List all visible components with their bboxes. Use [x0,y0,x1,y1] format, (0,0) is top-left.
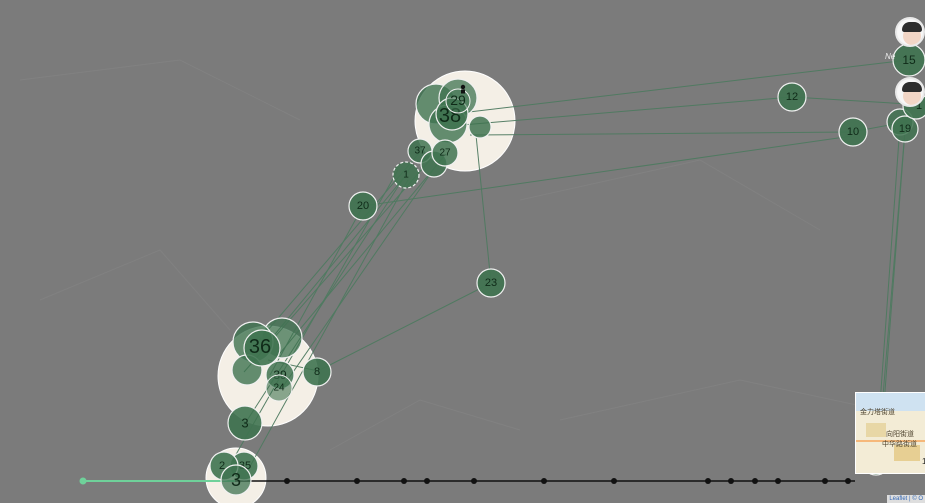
timeline-dot[interactable] [845,478,851,484]
graph-node[interactable]: 10 [838,117,868,147]
graph-node[interactable]: 3 [227,405,263,441]
minimap-label: 向阳街道 [886,431,914,438]
node-label: 1 [916,100,922,112]
minimap-label: 中华路街道 [882,441,917,448]
node-label: 19 [899,123,911,135]
node-label: 36 [249,336,271,358]
node-layer[interactable]: 3 8 29 37 27 1 [209,43,925,496]
avatar-caption: Ne [885,52,896,61]
node-label: 37 [414,146,426,157]
timeline-dot[interactable] [471,478,477,484]
graph-node[interactable]: 3 [220,464,252,496]
edge [461,96,793,126]
node-circle [243,329,281,367]
map-texture [19,59,881,451]
node-circle [392,161,420,189]
map-attribution[interactable]: Leaflet | © O [887,495,925,503]
edge-layer [233,59,911,471]
node-circle [777,82,807,112]
node-circle [431,139,459,167]
graph-node[interactable]: 23 [476,268,506,298]
node-label: 3 [241,416,248,431]
user-avatar-icon[interactable] [895,17,925,47]
node-label: 8 [314,366,320,378]
minimap-block [866,423,886,437]
node-circle [891,115,919,143]
edge [475,134,492,284]
node-label: 29 [450,92,466,108]
minimap-label: 金力塔街道 [860,409,895,416]
graph-node[interactable]: 20 [348,191,378,221]
edge [362,135,853,207]
minimap-block [894,445,920,461]
graph-node[interactable]: 1 [392,161,420,189]
graph-node[interactable]: 8 [302,357,332,387]
node-label: 15 [902,53,916,67]
edge [247,179,409,471]
minimap[interactable]: 金力塔街道 向阳街道 中华路街道 1 [855,392,925,474]
node-circle [302,357,332,387]
node-circle [265,374,293,402]
graph-node[interactable]: 24 [265,374,293,402]
edge [317,282,492,372]
node-label: 20 [357,200,369,212]
minimap-number: 1 [922,457,925,466]
person-icon [460,84,466,94]
graph-node[interactable]: 12 [777,82,807,112]
timeline-dot[interactable] [354,478,360,484]
node-label: 23 [485,277,497,289]
node-label: 3 [231,470,241,490]
timeline-dot[interactable] [424,478,430,484]
node-label: 1 [403,170,409,181]
timeline-dot[interactable] [401,478,407,484]
node-label: 24 [273,383,285,394]
edge [255,151,421,345]
node-label: 27 [439,148,451,159]
edge [791,96,909,105]
timeline-dot[interactable] [705,478,711,484]
user-avatar-icon[interactable] [895,77,925,107]
timeline-dot[interactable] [284,478,290,484]
node-circle [838,117,868,147]
node-circle [227,405,263,441]
edge [451,59,909,115]
edge [469,131,853,136]
timeline-dot[interactable] [728,478,734,484]
node-circle [348,191,378,221]
timeline-dot[interactable] [775,478,781,484]
timeline-dot[interactable] [822,478,828,484]
timeline-dot[interactable] [752,478,758,484]
timeline[interactable] [79,477,856,485]
timeline-dot[interactable] [611,478,617,484]
graph-node[interactable]: 29 [445,88,471,114]
graph-node[interactable]: 27 [420,115,492,178]
timeline-handle[interactable] [79,477,87,485]
node-label: 2 [219,460,225,472]
timeline-dot[interactable] [541,478,547,484]
node-label: 10 [847,126,859,138]
node-circle [445,88,471,114]
node-circle [220,464,252,496]
node-label: 12 [786,91,798,103]
node-circle [468,115,492,139]
cluster-node[interactable]: 36 [231,317,303,386]
minimap-water [856,393,925,411]
graph-node[interactable]: 15 [892,43,925,77]
edge [281,159,441,389]
minimap-road [856,440,925,442]
node-circle [476,268,506,298]
edge [275,153,447,359]
